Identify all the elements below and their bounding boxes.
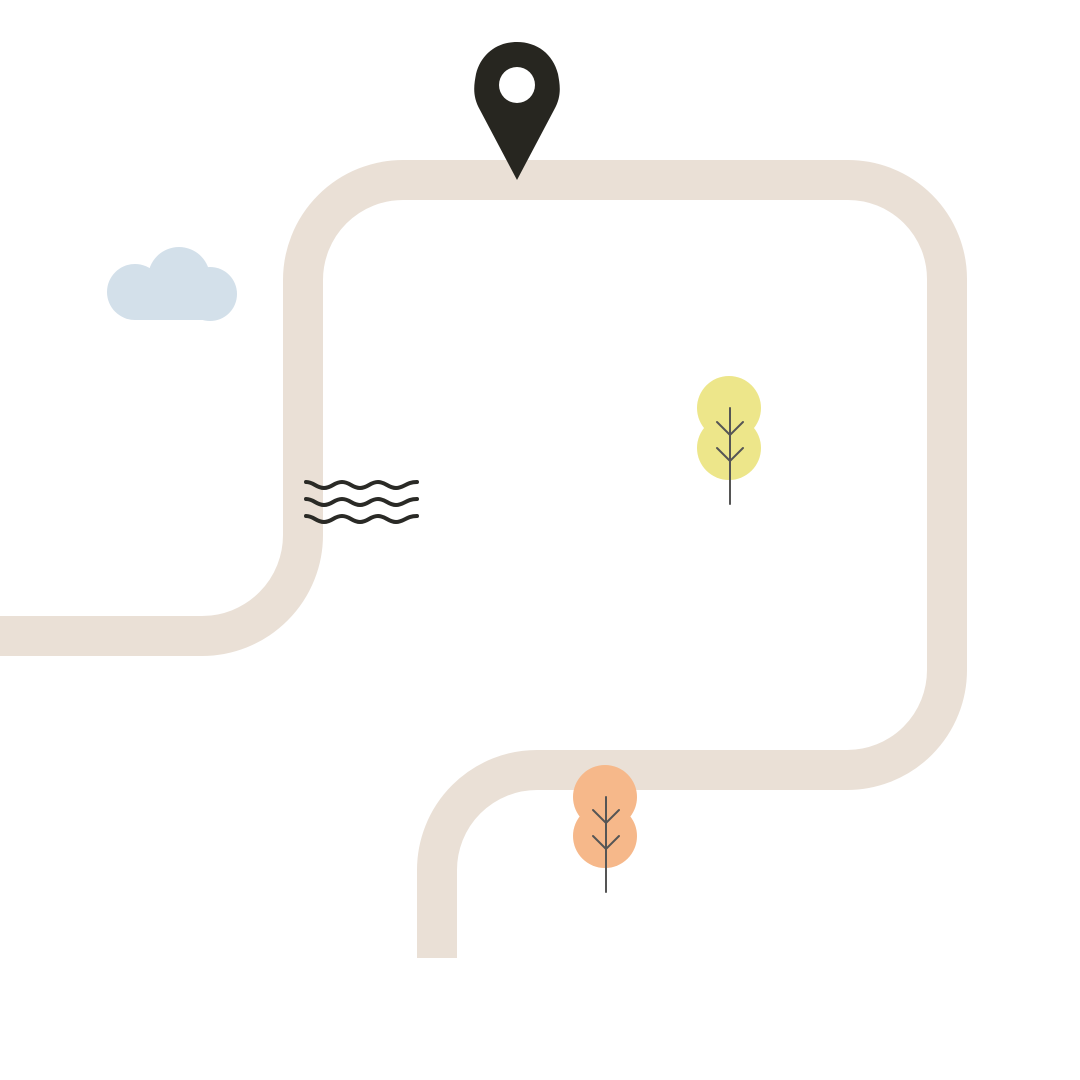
winding-road bbox=[0, 160, 967, 958]
wave-line bbox=[304, 479, 419, 491]
wave-line bbox=[304, 513, 419, 525]
wave-line bbox=[304, 496, 419, 508]
tree-icon bbox=[697, 376, 761, 505]
map-pin-icon bbox=[474, 42, 560, 180]
water-waves-icon bbox=[304, 479, 419, 525]
cloud-icon bbox=[107, 247, 237, 321]
tree-icon bbox=[573, 765, 637, 893]
